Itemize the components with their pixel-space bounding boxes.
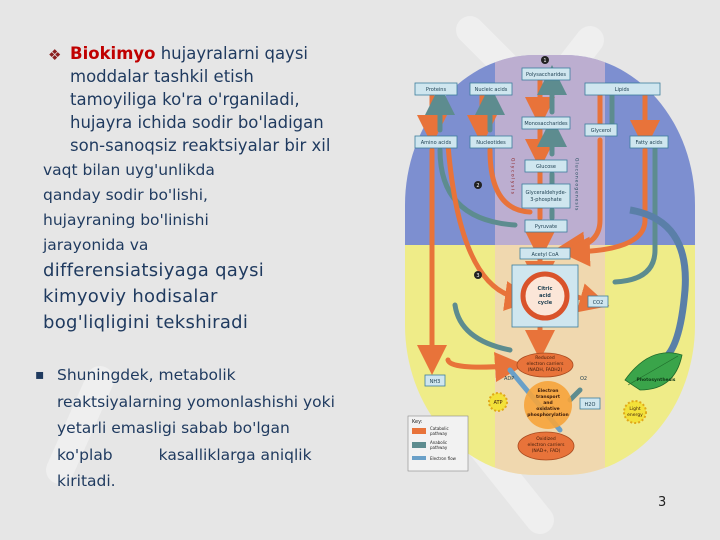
svg-text:Photosynthesis: Photosynthesis bbox=[637, 377, 676, 383]
page-number: 3 bbox=[658, 495, 667, 510]
atp-sun: ATP ADP bbox=[488, 376, 514, 412]
svg-text:Light: Light bbox=[629, 406, 640, 412]
photosynthesis-leaf: Photosynthesis bbox=[624, 352, 683, 391]
svg-text:Electron: Electron bbox=[537, 388, 558, 394]
bullet2-line-2: reaktsiyalarning yomonlashishi yoki bbox=[57, 392, 335, 411]
bullet2-line-5: kiritadi. bbox=[57, 472, 116, 490]
pathway-arrows bbox=[417, 65, 660, 433]
proteins-box: Proteins bbox=[414, 82, 458, 96]
bullet1-line-4: hujayra ichida sodir bo'ladigan bbox=[70, 113, 324, 132]
bullet1-cont-line-1: vaqt bilan uyg'unlikda bbox=[43, 161, 215, 179]
nucleic-acids-box: Nucleic acids bbox=[469, 82, 513, 96]
svg-text:pathway: pathway bbox=[430, 431, 448, 436]
bullet1-line-3: tamoyiliga ko'ra o'rganiladi, bbox=[70, 90, 300, 109]
metabolism-diagram-svg: 1 2 3 Proteins Nucleic acids Polysacchar… bbox=[405, 55, 695, 475]
svg-text:(NAD+, FAD): (NAD+, FAD) bbox=[532, 448, 561, 454]
blue-return-arrow bbox=[629, 206, 689, 364]
svg-text:electron carriers: electron carriers bbox=[528, 442, 566, 448]
svg-text:Amino acids: Amino acids bbox=[421, 140, 452, 146]
bullet1-cont-line-2: qanday sodir bo'lishi, bbox=[43, 186, 208, 204]
bullet1-cont-line-5: differensiatsiyaga qaysi bbox=[43, 260, 265, 281]
svg-text:oxidative: oxidative bbox=[536, 406, 559, 412]
polysaccharides-box: Polysaccharides bbox=[521, 67, 571, 81]
step-markers: 1 2 3 bbox=[474, 56, 549, 279]
light-energy: Light energy bbox=[623, 400, 647, 424]
svg-text:Anabolic: Anabolic bbox=[430, 440, 447, 445]
svg-text:electron carriers: electron carriers bbox=[527, 361, 565, 367]
bullet2-line-3: yetarli emasligi sabab bo'lgan bbox=[57, 419, 290, 437]
bullet2-line-4a: ko'plab bbox=[57, 445, 113, 464]
co2-box: CO2 bbox=[587, 295, 609, 308]
svg-text:and: and bbox=[543, 400, 552, 406]
svg-text:phosphorylation: phosphorylation bbox=[527, 412, 568, 418]
svg-text:Acetyl CoA: Acetyl CoA bbox=[531, 252, 559, 258]
electron-transport: Reduced electron carriers (NADH, FADH2) … bbox=[516, 352, 575, 461]
glycolysis-label: Glycolysis bbox=[510, 158, 516, 195]
diagram-boxes: Proteins Nucleic acids Polysaccharides L… bbox=[414, 67, 669, 387]
svg-text:2: 2 bbox=[476, 183, 479, 189]
g3p-box: Glyceraldehyde- 3-phosphate bbox=[521, 183, 571, 209]
svg-text:Polysaccharides: Polysaccharides bbox=[526, 72, 566, 78]
svg-text:H2O: H2O bbox=[585, 402, 596, 408]
svg-text:Nucleotides: Nucleotides bbox=[476, 140, 506, 146]
nucleotides-box: Nucleotides bbox=[469, 135, 513, 149]
svg-text:pathway: pathway bbox=[430, 445, 448, 450]
svg-text:Pyruvate: Pyruvate bbox=[535, 224, 557, 230]
svg-text:3-phosphate: 3-phosphate bbox=[530, 197, 561, 203]
keyword-biokimyo: Biokimyo bbox=[70, 44, 156, 63]
svg-text:ADP: ADP bbox=[504, 376, 514, 382]
bullet1-line-2: moddalar tashkil etish bbox=[70, 67, 254, 86]
acetyl-coa-box: Acetyl CoA bbox=[519, 247, 571, 260]
glucose-box: Glucose bbox=[524, 159, 568, 173]
svg-text:NH3: NH3 bbox=[430, 379, 441, 385]
svg-text:Electron flow: Electron flow bbox=[430, 456, 457, 461]
svg-text:Glyceraldehyde-: Glyceraldehyde- bbox=[526, 190, 567, 196]
square-bullet-icon: ▪ bbox=[35, 367, 45, 383]
svg-text:O2: O2 bbox=[580, 376, 587, 382]
svg-text:Catabolic: Catabolic bbox=[430, 426, 449, 431]
diamond-bullet-icon: ❖ bbox=[48, 46, 62, 64]
pyruvate-box: Pyruvate bbox=[524, 219, 568, 233]
citric-acid-cycle: Citric acid cycle bbox=[511, 264, 579, 328]
svg-text:Lipids: Lipids bbox=[615, 87, 630, 93]
svg-text:energy: energy bbox=[627, 412, 643, 418]
svg-text:Glycerol: Glycerol bbox=[591, 128, 611, 134]
svg-text:Key:: Key: bbox=[412, 419, 423, 425]
svg-text:cycle: cycle bbox=[538, 300, 553, 306]
bullet1-cont-line-7: bog'liqligini tekshiradi bbox=[43, 312, 249, 333]
gluconeogenesis-label: Gluconeogenesis bbox=[574, 158, 580, 211]
bullet1-cont-line-3: hujayraning bo'linishi bbox=[43, 211, 209, 229]
svg-text:Fatty acids: Fatty acids bbox=[636, 140, 663, 146]
diagram-key: Key: Catabolic pathway Anabolic pathway … bbox=[407, 415, 469, 472]
svg-text:Nucleic acids: Nucleic acids bbox=[475, 87, 508, 93]
svg-text:Proteins: Proteins bbox=[426, 87, 447, 93]
svg-text:Glucose: Glucose bbox=[536, 164, 556, 170]
svg-text:Monosaccharides: Monosaccharides bbox=[524, 121, 568, 127]
bullet2-line-1: Shuningdek, metabolik bbox=[57, 366, 236, 384]
bullet2-line-4b: kasalliklarga aniqlik bbox=[158, 445, 312, 464]
bullet1-line-1: hujayralarni qaysi bbox=[155, 44, 309, 63]
bullet1-line-5: son-sanoqsiz reaktsiyalar bir xil bbox=[70, 136, 331, 155]
svg-text:Oxidized: Oxidized bbox=[536, 436, 556, 442]
lipids-box: Lipids bbox=[584, 82, 661, 96]
bullet-1-continuation: vaqt bilan uyg'unlikda qanday sodir bo'l… bbox=[43, 158, 373, 336]
svg-text:(NADH, FADH2): (NADH, FADH2) bbox=[528, 367, 563, 373]
svg-text:Reduced: Reduced bbox=[535, 355, 555, 361]
nh3-box: NH3 bbox=[424, 374, 446, 387]
glycerol-box: Glycerol bbox=[584, 123, 618, 137]
bullet1-cont-line-6: kimyoviy hodisalar bbox=[43, 286, 218, 307]
monosaccharides-box: Monosaccharides bbox=[521, 116, 571, 130]
svg-text:acid: acid bbox=[539, 293, 551, 299]
fatty-acids-box: Fatty acids bbox=[629, 135, 669, 149]
svg-text:ATP: ATP bbox=[493, 400, 502, 406]
svg-text:transport: transport bbox=[536, 394, 561, 400]
small-labels: O2 H2O bbox=[579, 376, 601, 410]
amino-acids-box: Amino acids bbox=[414, 135, 458, 149]
svg-text:Citric: Citric bbox=[538, 286, 553, 292]
svg-text:CO2: CO2 bbox=[593, 300, 604, 306]
svg-text:1: 1 bbox=[543, 58, 546, 64]
metabolism-diagram: 1 2 3 Proteins Nucleic acids Polysacchar… bbox=[400, 50, 700, 480]
bullet1-cont-line-4: jarayonida va bbox=[43, 236, 149, 254]
svg-text:3: 3 bbox=[476, 273, 479, 279]
